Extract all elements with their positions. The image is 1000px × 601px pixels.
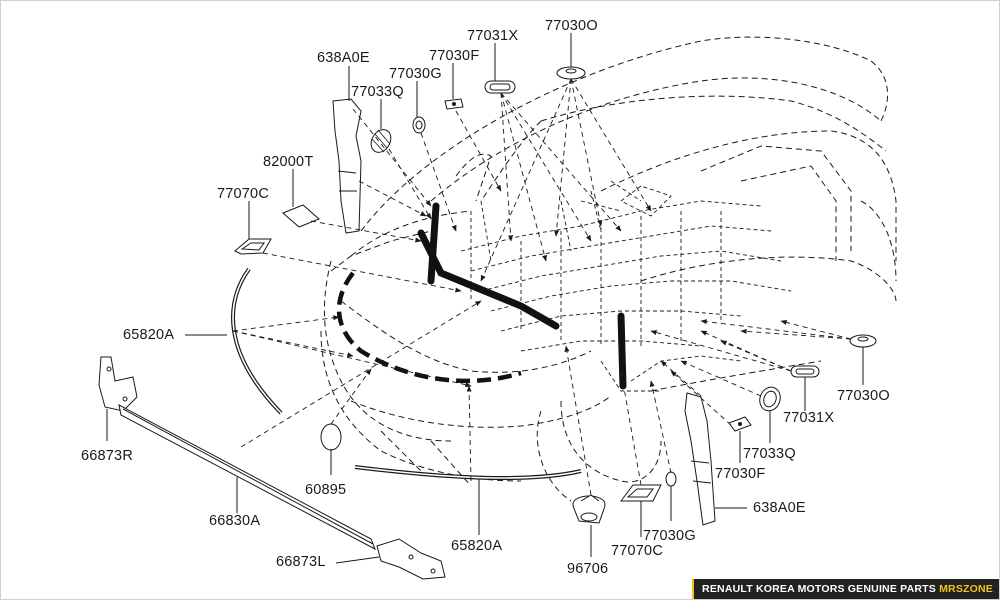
callout-96706[interactable]: 96706 — [567, 561, 609, 577]
part-77030g-clip-bottom[interactable] — [665, 471, 677, 487]
footer-banner: RENAULT KOREA MOTORS GENUINE PARTS MRSZO… — [692, 579, 999, 599]
callout-638a0e-top[interactable]: 638A0E — [317, 50, 370, 66]
footer-brand-text: MRSZONE — [939, 583, 993, 595]
callout-66873r[interactable]: 66873R — [81, 448, 133, 464]
underbody-detail — [460, 180, 792, 392]
callout-77031x-right[interactable]: 77031X — [783, 410, 835, 426]
label-leader-lines — [106, 33, 864, 564]
part-77033q-grommet-top[interactable] — [367, 126, 395, 156]
part-77031x-plug-top[interactable] — [484, 80, 516, 94]
callout-77030f-top[interactable]: 77030F — [429, 48, 480, 64]
callout-77030g-bottom[interactable]: 77030G — [643, 528, 696, 544]
part-66873r-bracket[interactable] — [98, 356, 138, 412]
callout-77033q-bottom[interactable]: 77033Q — [743, 446, 796, 462]
part-77033q-grommet-bottom[interactable] — [756, 384, 783, 413]
callout-77030f-bottom[interactable]: 77030F — [715, 466, 766, 482]
part-77030g-clip-top[interactable] — [412, 116, 426, 134]
part-77030f-plug-bottom[interactable] — [728, 416, 752, 432]
assembly-arrows — [232, 78, 852, 496]
part-77070c-pad-left[interactable] — [234, 238, 272, 255]
part-638a0e-right-insulator[interactable] — [684, 392, 716, 526]
callout-65820a-bottom[interactable]: 65820A — [451, 538, 503, 554]
callout-77070c-left[interactable]: 77070C — [217, 186, 269, 202]
part-638a0e-left-insulator[interactable] — [332, 98, 362, 234]
part-82000t-label[interactable] — [282, 204, 320, 228]
vehicle-body-outline — [320, 36, 897, 502]
part-65820a-strip-left[interactable] — [231, 267, 283, 415]
part-77030o-cap-top[interactable] — [556, 66, 586, 80]
part-77030o-cap-right[interactable] — [849, 334, 877, 348]
front-grille-strip — [336, 271, 522, 384]
callout-77031x-top[interactable]: 77031X — [467, 28, 519, 44]
part-66830a-seal-rail[interactable] — [118, 404, 376, 551]
callout-66873l[interactable]: 66873L — [276, 554, 326, 570]
bonnet-weatherstrip — [417, 202, 627, 390]
callout-638a0e-bottom[interactable]: 638A0E — [753, 500, 806, 516]
part-77031x-plug-right[interactable] — [790, 365, 820, 378]
callout-77030o-top[interactable]: 77030O — [545, 18, 598, 34]
part-66873l-bracket[interactable] — [376, 538, 446, 580]
part-77070c-pad-bottom[interactable] — [620, 484, 662, 502]
part-60895-disk[interactable] — [320, 423, 342, 451]
footer-main-text: RENAULT KOREA MOTORS GENUINE PARTS — [702, 583, 936, 595]
callout-82000t[interactable]: 82000T — [263, 154, 314, 170]
part-96706-latch[interactable] — [572, 494, 606, 524]
part-65820a-strip-bottom[interactable] — [354, 465, 582, 480]
callout-65820a-left[interactable]: 65820A — [123, 327, 175, 343]
footer-accent-bar — [692, 579, 695, 599]
callout-77030o-right[interactable]: 77030O — [837, 388, 890, 404]
callout-77033q-top[interactable]: 77033Q — [351, 84, 404, 100]
callout-60895[interactable]: 60895 — [305, 482, 347, 498]
callout-77030g-top[interactable]: 77030G — [389, 66, 442, 82]
callout-66830a[interactable]: 66830A — [209, 513, 261, 529]
callout-77070c-bottom[interactable]: 77070C — [611, 543, 663, 559]
part-77030f-plug-top[interactable] — [444, 98, 464, 110]
